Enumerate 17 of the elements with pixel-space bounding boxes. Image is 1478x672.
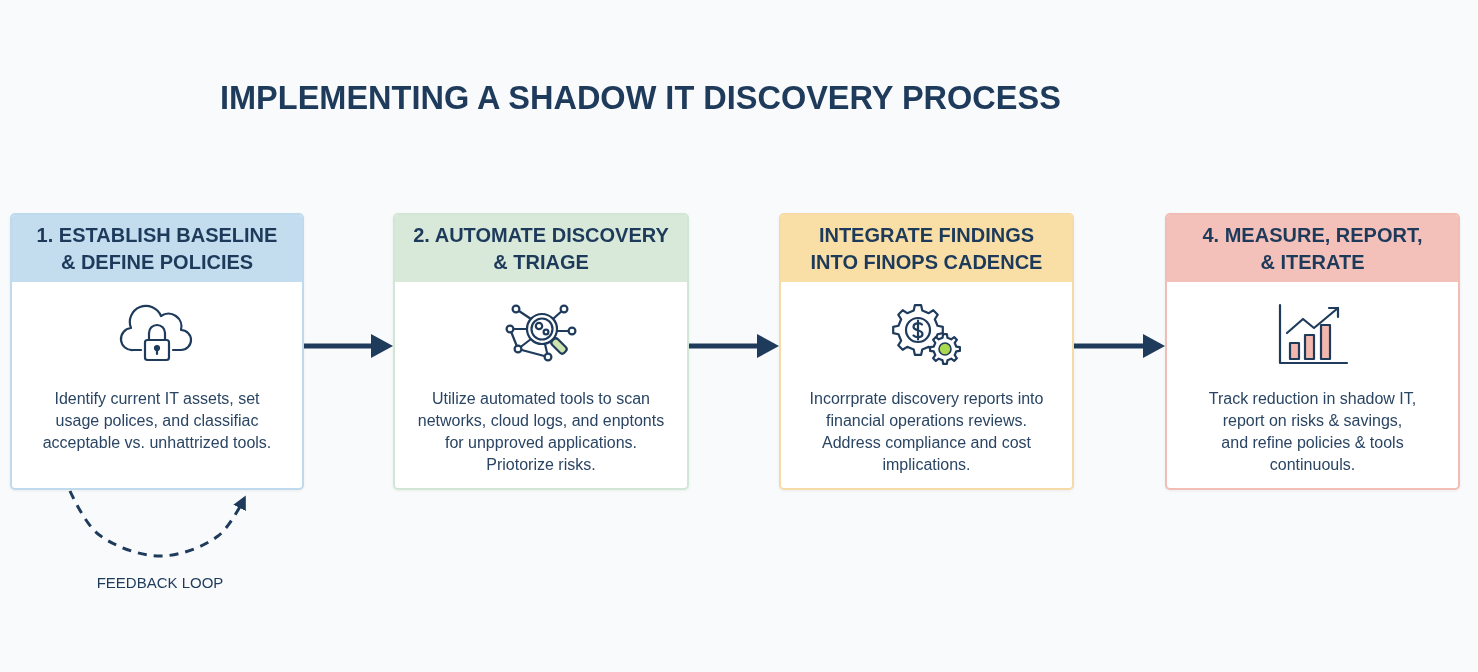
arrow (1074, 334, 1165, 358)
arrow (304, 334, 393, 358)
loop-arrow (68, 490, 246, 558)
step-heading: 1. ESTABLISH BASELINE & DEFINE POLICIES (12, 215, 302, 282)
process-card (393, 213, 689, 490)
step-heading: INTEGRATE FINDINGS INTO FINOPS CADENCE (781, 215, 1072, 282)
step-heading: 4. MEASURE, REPORT, & ITERATE (1167, 215, 1458, 282)
process-card (779, 213, 1074, 490)
process-card (10, 213, 304, 490)
process-card (1165, 213, 1460, 490)
arrow (689, 334, 779, 358)
step-description: Identify current IT assets, set usage polices, and classifiac acceptable vs. unhattrized tools. (41, 389, 273, 453)
step-description: Incorrprate discovery reports into financial operations reviews. Address compliance and cost implications. (808, 389, 1045, 475)
step-description: Track reduction in shadow IT, report on risks & savings, and refine policies & tools continuouls. (1207, 389, 1418, 475)
step-heading: 2. AUTOMATE DISCOVERY & TRIAGE (395, 215, 687, 282)
diagram-title: IMPLEMENTING A SHADOW IT DISCOVERY PROCESS (220, 79, 1061, 118)
step-description: Utilize automated tools to scan networks, cloud logs, and enptonts for unpproved applications. Priotorize risks. (416, 389, 666, 475)
